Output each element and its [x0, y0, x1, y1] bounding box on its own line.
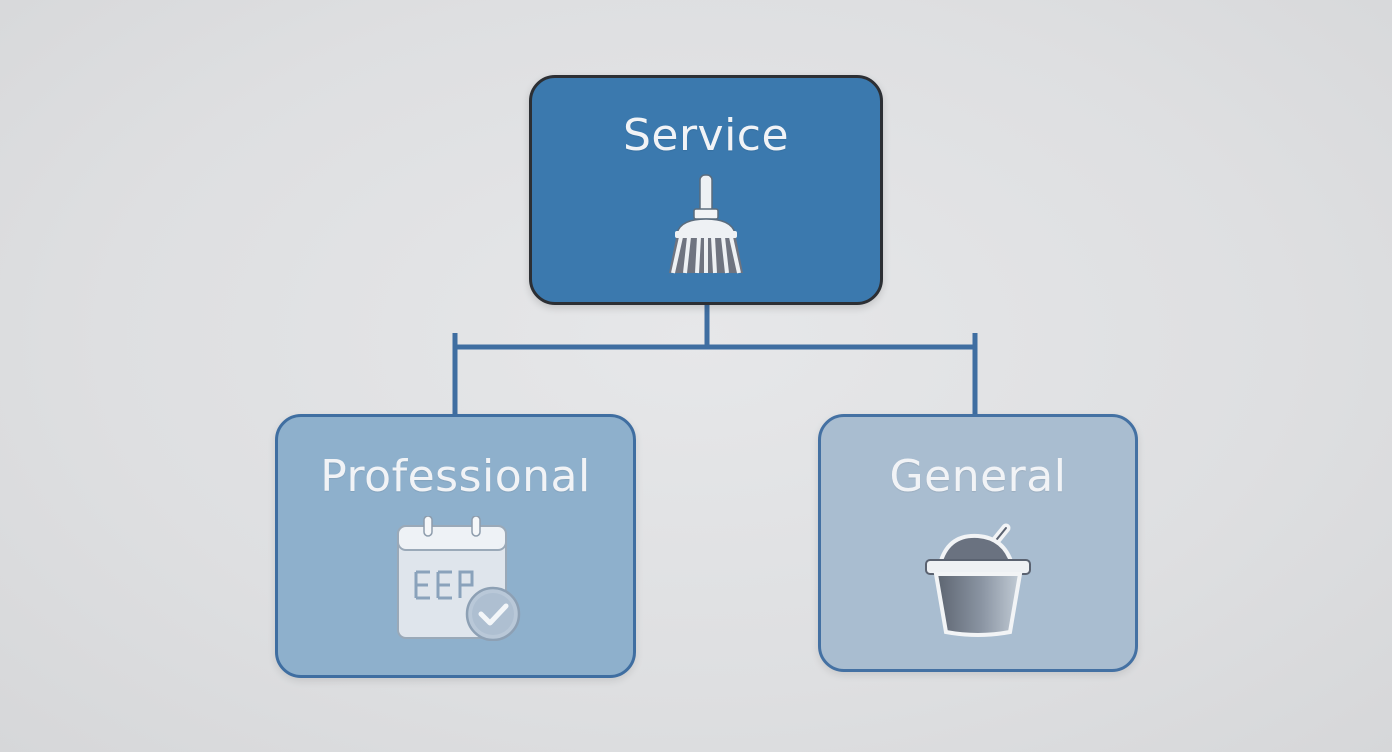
- professional-node[interactable]: Professional: [275, 414, 636, 678]
- bucket-icon: [918, 520, 1038, 644]
- general-node[interactable]: General: [818, 414, 1138, 672]
- broom-icon: [651, 171, 761, 285]
- calendar-check-icon: [386, 515, 526, 645]
- service-label: Service: [622, 110, 790, 161]
- service-node[interactable]: Service: [529, 75, 883, 305]
- general-label: General: [889, 451, 1067, 502]
- professional-label: Professional: [320, 451, 591, 502]
